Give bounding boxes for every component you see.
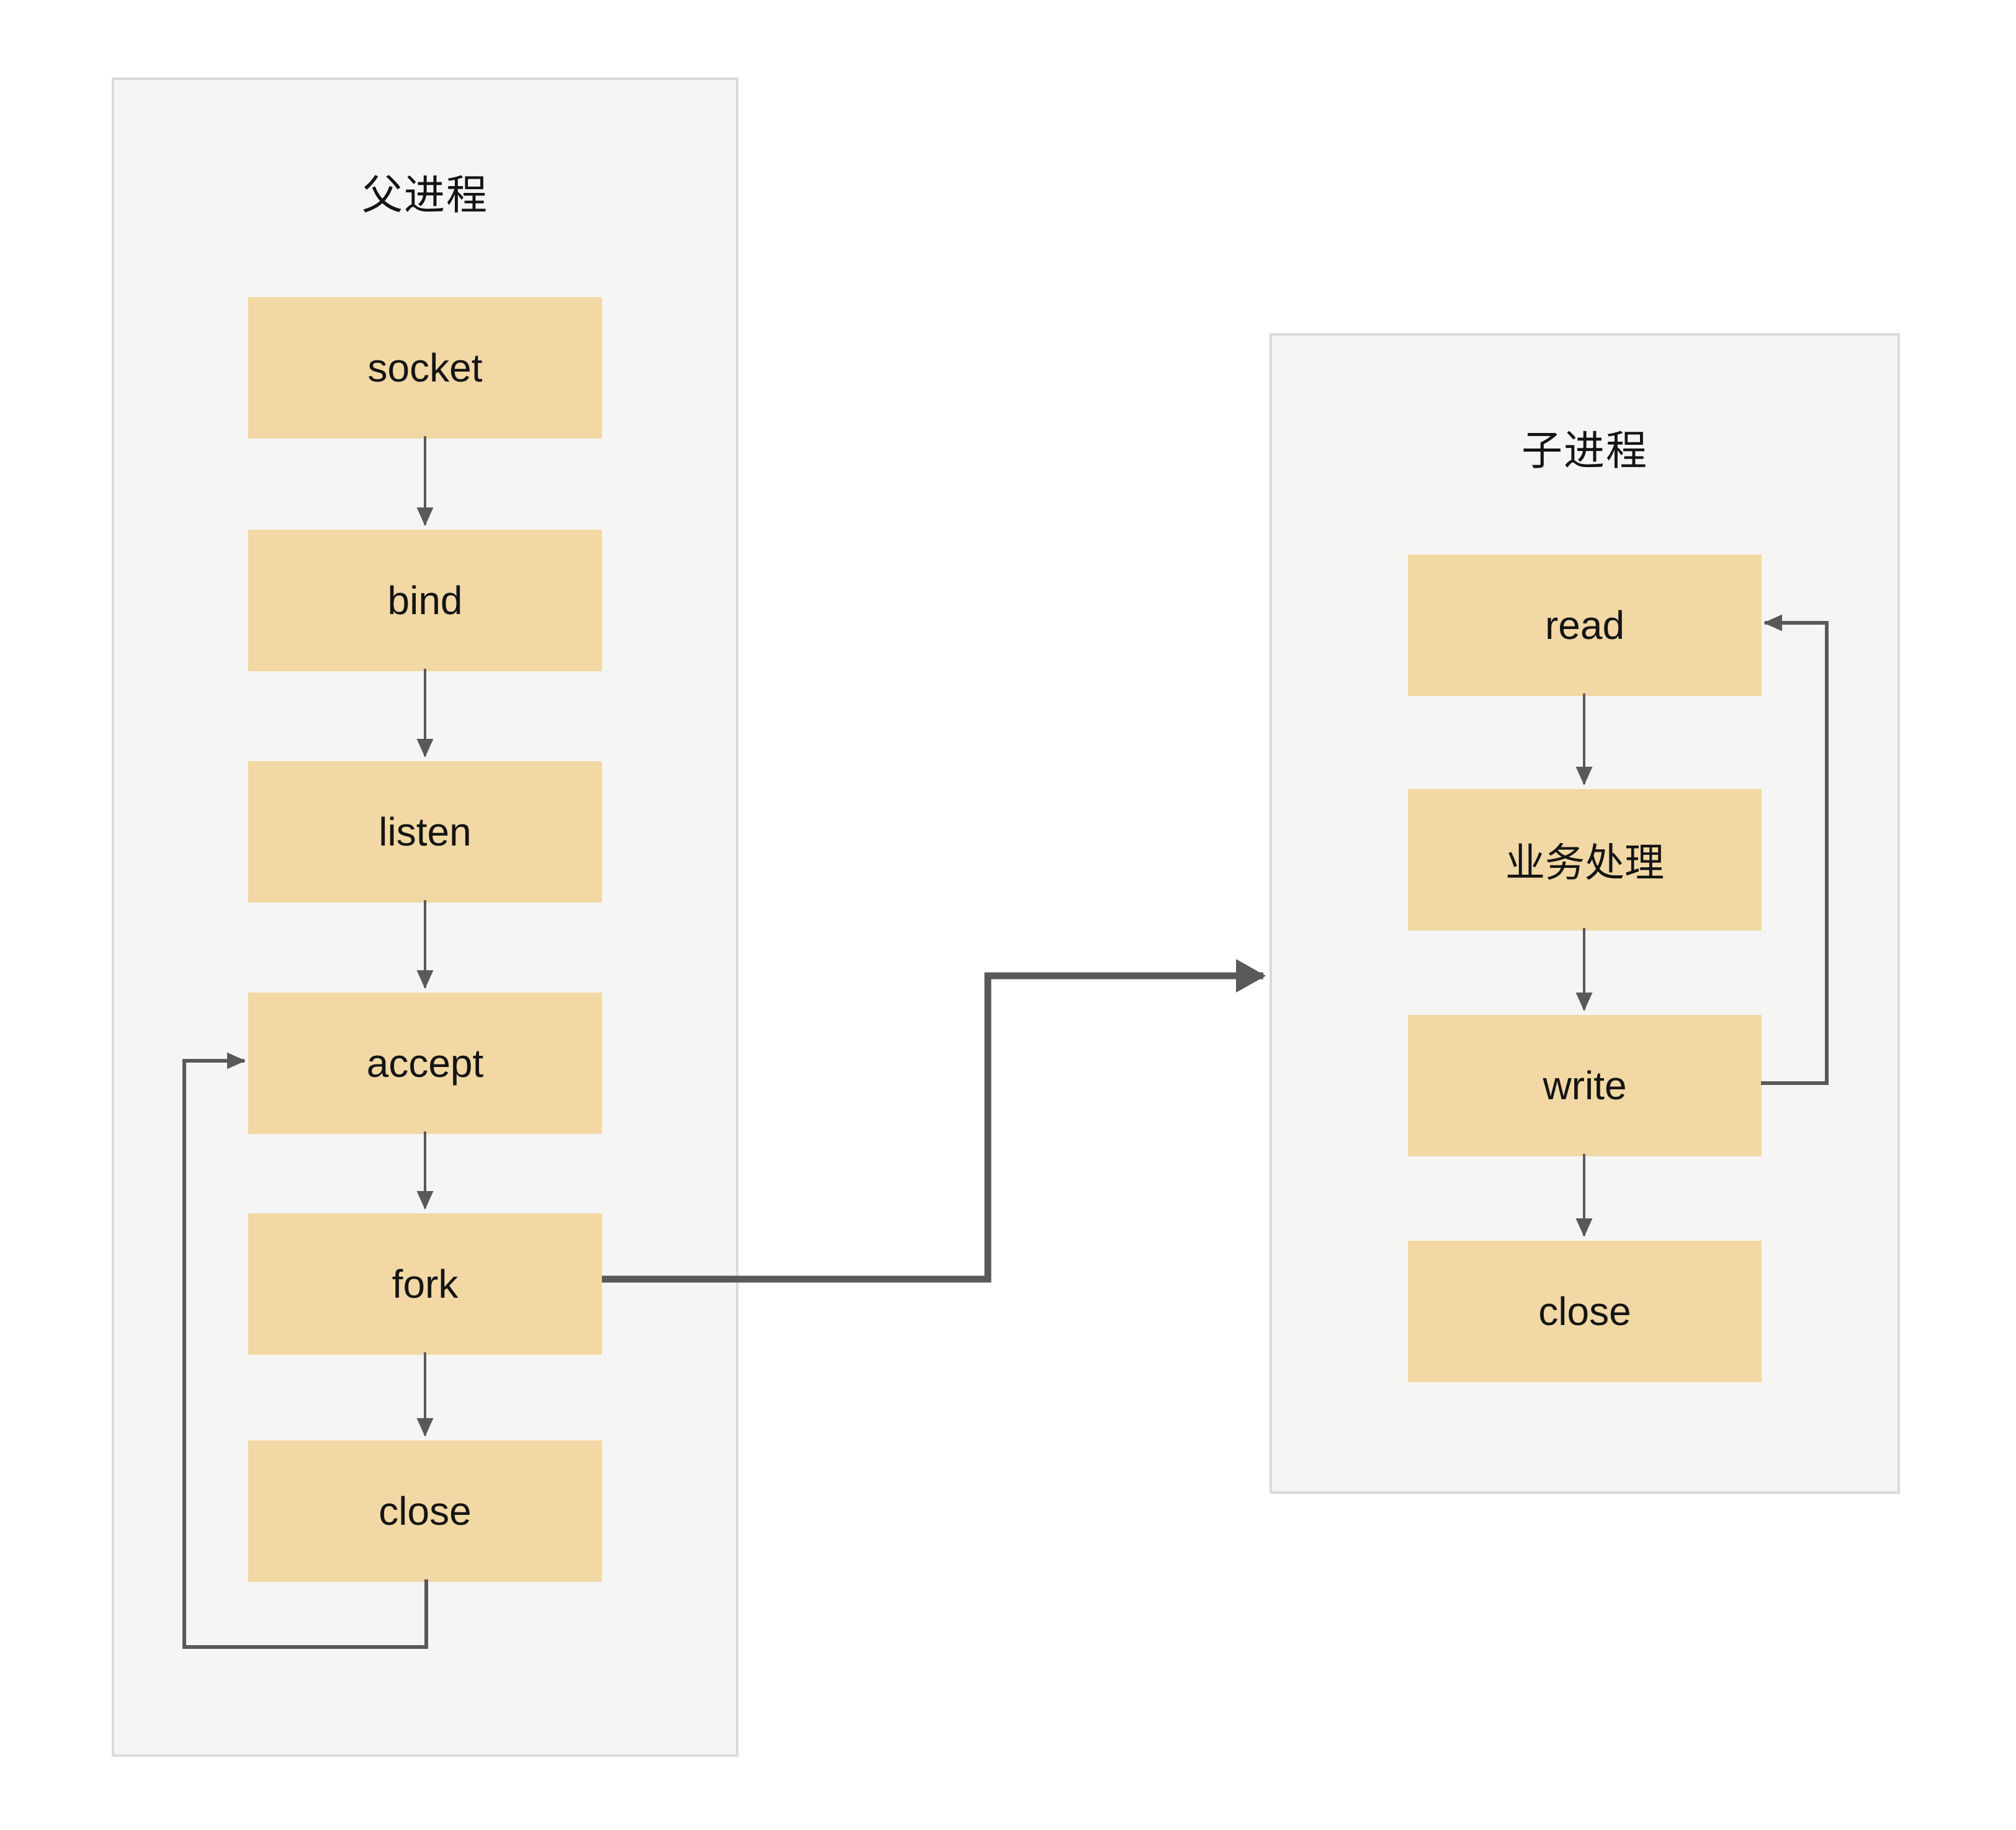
- node-fork: fork: [248, 1213, 602, 1355]
- node-accept: accept: [248, 993, 602, 1134]
- child-process-panel: 子进程 read 业务处理 write close: [1270, 333, 1900, 1494]
- node-socket: socket: [248, 297, 602, 439]
- node-write: write: [1408, 1015, 1762, 1156]
- child-panel-title: 子进程: [1521, 427, 1648, 473]
- node-read: read: [1408, 555, 1762, 696]
- node-business-processing: 业务处理: [1408, 789, 1762, 931]
- node-bind: bind: [248, 530, 602, 671]
- parent-process-panel: 父进程 socket bind listen accept fork close: [112, 78, 738, 1757]
- node-listen: listen: [248, 761, 602, 903]
- node-close-parent: close: [248, 1440, 602, 1582]
- node-close-child: close: [1408, 1241, 1762, 1382]
- parent-panel-title: 父进程: [362, 172, 488, 218]
